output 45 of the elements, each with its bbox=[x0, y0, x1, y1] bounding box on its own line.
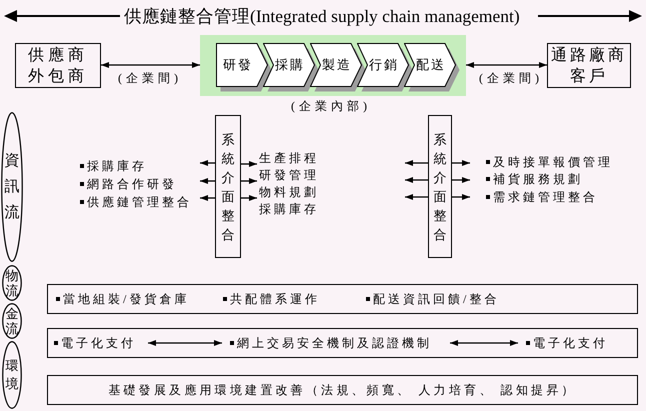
arrow bbox=[241, 161, 257, 167]
list-item: 網上交易安全機制及認證機制 bbox=[237, 335, 432, 351]
band-label: (企業內部) bbox=[291, 99, 371, 114]
arrow bbox=[405, 177, 428, 183]
arrow bbox=[148, 340, 222, 346]
arrow bbox=[452, 194, 470, 200]
list-item: 電子化支付 bbox=[61, 335, 136, 351]
arrow bbox=[200, 195, 215, 201]
oval-label: 環境 bbox=[2, 341, 22, 409]
oval-label: 物流 bbox=[2, 265, 22, 301]
title: 供應鏈整合管理(Integrated supply chain management) bbox=[124, 5, 520, 27]
list-item: 採購庫存 bbox=[259, 200, 319, 216]
row-box bbox=[47, 284, 638, 314]
list-item: 及時接單報價管理 bbox=[493, 154, 613, 170]
tall-box: 系統介面整合 bbox=[428, 115, 452, 258]
oval-label: 金流 bbox=[2, 303, 22, 339]
arrow bbox=[200, 160, 215, 166]
list-item: 電子化支付 bbox=[533, 335, 608, 351]
list-item: 網路合作研發 bbox=[87, 176, 177, 192]
oval-label: 資訊流 bbox=[1, 112, 23, 262]
list-item: 供應鏈管理整合 bbox=[87, 194, 192, 210]
arrow bbox=[405, 194, 428, 200]
list-item: 物料規劃 bbox=[259, 184, 319, 200]
arrow bbox=[452, 177, 470, 183]
arrow bbox=[241, 195, 257, 201]
list-item: 研發管理 bbox=[259, 166, 319, 182]
arrow bbox=[452, 160, 470, 166]
list-item: 需求鏈管理整合 bbox=[493, 188, 598, 205]
row-box bbox=[47, 328, 638, 358]
process-box: 通路廠商客戶 bbox=[547, 43, 631, 88]
list-item: 配送資訊回饋/整合 bbox=[373, 291, 500, 307]
arrow bbox=[241, 178, 257, 184]
arrow bbox=[101, 62, 200, 68]
arrow bbox=[450, 340, 518, 346]
arrow bbox=[200, 178, 215, 184]
list-item: 生產排程 bbox=[259, 150, 319, 166]
arrow bbox=[466, 62, 547, 68]
list-item: 當地組裝/發貨倉庫 bbox=[63, 291, 190, 307]
list-item: 補貨服務規劃 bbox=[493, 171, 583, 188]
arrow bbox=[405, 160, 428, 166]
tall-box: 系統介面整合 bbox=[215, 115, 241, 258]
list-item: 共配體系運作 bbox=[230, 291, 320, 307]
process-box: 供應商外包商 bbox=[15, 43, 101, 88]
row-box: 基礎發展及應用環境建置改善（法規、頻寬、 人力培育、 認知提昇） bbox=[47, 375, 638, 405]
list-item: 採購庫存 bbox=[87, 158, 147, 174]
